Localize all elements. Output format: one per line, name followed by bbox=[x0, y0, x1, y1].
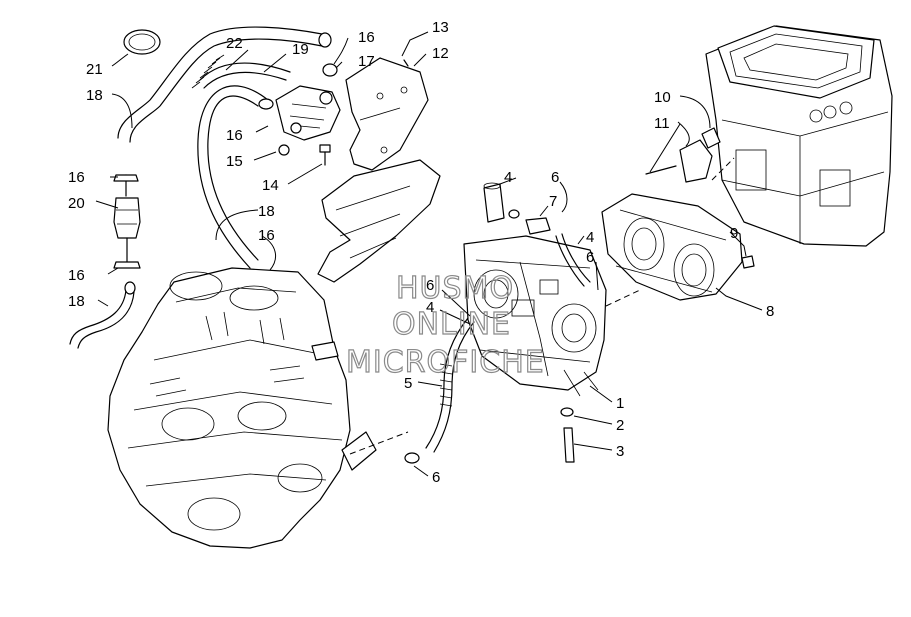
callout-12: 12 bbox=[432, 45, 449, 62]
airbox bbox=[705, 25, 893, 247]
fitting-7 bbox=[525, 217, 551, 235]
clamp-16-left-top bbox=[113, 174, 139, 182]
hose-5 bbox=[425, 317, 475, 453]
rivet-13 bbox=[403, 59, 409, 67]
throttle-body-1 bbox=[463, 235, 607, 397]
callout-22: 22 bbox=[226, 35, 243, 52]
callout-11: 11 bbox=[654, 115, 670, 132]
clamp-6-top bbox=[508, 209, 520, 219]
clamp-6-bottom bbox=[404, 452, 420, 464]
watermark-line-3: MICROFICHE bbox=[346, 345, 545, 380]
callout-3: 3 bbox=[616, 443, 624, 460]
callout-10: 10 bbox=[654, 89, 671, 106]
callout-4-top: 4 bbox=[504, 169, 512, 186]
callout-6-right: 6 bbox=[586, 249, 594, 266]
callout-17: 17 bbox=[358, 53, 375, 70]
callout-6-bottom: 6 bbox=[432, 469, 440, 486]
clamp-21 bbox=[123, 29, 161, 55]
callout-18-lower: 18 bbox=[68, 293, 85, 310]
injector-rail-4-top bbox=[483, 182, 505, 223]
hose-18-middle bbox=[197, 85, 269, 269]
callout-15: 15 bbox=[226, 153, 243, 170]
intake-boot-8 bbox=[601, 193, 743, 301]
fuel-line-6-right bbox=[555, 233, 591, 287]
hose-10 bbox=[701, 127, 721, 149]
callout-9: 9 bbox=[730, 225, 738, 242]
engine-block bbox=[107, 267, 377, 549]
callout-2: 2 bbox=[616, 417, 624, 434]
callout-6-top: 6 bbox=[551, 169, 559, 186]
callout-labels: 21 18 22 19 16 17 13 12 16 15 14 16 20 1… bbox=[68, 19, 774, 486]
callout-16-middle: 16 bbox=[258, 227, 275, 244]
clamp-17 bbox=[322, 63, 338, 77]
watermark: HUSMO ONLINE MICROFICHE bbox=[345, 270, 545, 380]
leader-lines bbox=[95, 31, 763, 477]
watermark-line-2: ONLINE bbox=[392, 307, 511, 342]
connector-dashes bbox=[349, 157, 735, 455]
screw-15 bbox=[278, 144, 290, 156]
clamp-16-pump bbox=[258, 98, 274, 110]
callout-5: 5 bbox=[404, 375, 412, 392]
callout-21: 21 bbox=[86, 61, 103, 78]
clamp-16-left-bottom bbox=[113, 261, 141, 269]
fuel-pump bbox=[275, 85, 341, 141]
hose-18-lower bbox=[69, 281, 136, 349]
callout-16-left-bottom: 16 bbox=[68, 267, 85, 284]
callout-16-top: 16 bbox=[358, 29, 375, 46]
chassis-panel bbox=[317, 159, 441, 283]
callout-16-pump: 16 bbox=[226, 127, 243, 144]
fuel-filter-20 bbox=[113, 174, 141, 263]
callout-7: 7 bbox=[549, 193, 557, 210]
screw-9 bbox=[741, 255, 755, 269]
callout-4-left: 4 bbox=[426, 299, 434, 316]
hose-19 bbox=[199, 62, 291, 89]
hose-18-upper bbox=[117, 26, 332, 143]
callout-18-upper: 18 bbox=[86, 87, 103, 104]
callout-14: 14 bbox=[262, 177, 279, 194]
callout-6-left: 6 bbox=[426, 277, 434, 294]
callout-1: 1 bbox=[616, 395, 624, 412]
callout-16-left-top: 16 bbox=[68, 169, 85, 186]
bolt-14 bbox=[319, 144, 331, 166]
callout-13: 13 bbox=[432, 19, 449, 36]
callout-19: 19 bbox=[292, 41, 309, 58]
pin-3 bbox=[563, 427, 575, 463]
callout-4-right: 4 bbox=[586, 229, 594, 246]
washer-2 bbox=[560, 407, 574, 417]
sensor-11 bbox=[645, 139, 713, 183]
callout-18-middle: 18 bbox=[258, 203, 275, 220]
watermark-line-1: HUSMO bbox=[396, 271, 514, 306]
callout-8: 8 bbox=[766, 303, 774, 320]
callout-20: 20 bbox=[68, 195, 85, 212]
mount-bracket-12 bbox=[345, 57, 429, 171]
